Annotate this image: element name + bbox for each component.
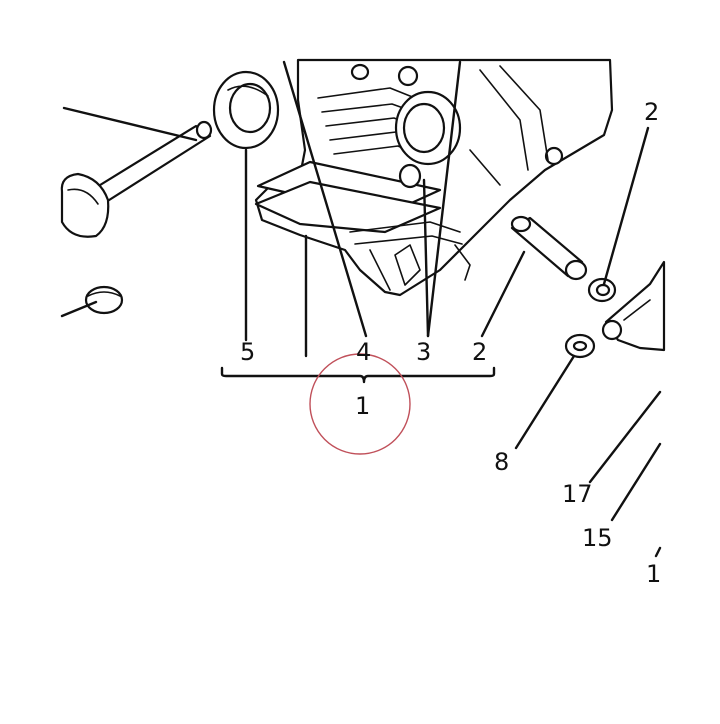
seal-ring bbox=[212, 70, 280, 150]
rocker-arm-pin bbox=[601, 319, 623, 341]
valve-seal-hole bbox=[595, 283, 611, 297]
valve-guide bbox=[510, 215, 588, 281]
washer bbox=[564, 333, 596, 359]
leader-3b bbox=[422, 178, 430, 338]
callout-2-top-right: 2 bbox=[644, 98, 660, 126]
gasket-plate-lower bbox=[254, 180, 442, 234]
leader-valve bbox=[62, 106, 198, 142]
rib-right-1 bbox=[479, 69, 529, 171]
leader-2-top bbox=[602, 126, 650, 286]
valve bbox=[60, 120, 213, 238]
seal-ring-depth bbox=[227, 85, 269, 97]
inlet-port-inner bbox=[402, 102, 446, 154]
callout-15: 15 bbox=[582, 524, 613, 552]
cylinder-head bbox=[254, 58, 614, 297]
valve-stem-tip bbox=[195, 120, 213, 140]
rocker-arm bbox=[601, 260, 666, 352]
group-brace bbox=[220, 366, 496, 384]
fin-lower-2 bbox=[354, 235, 463, 245]
callout-5: 5 bbox=[240, 338, 256, 366]
boss-upper-left bbox=[350, 63, 370, 81]
plug-body bbox=[84, 285, 124, 315]
highlight-circle bbox=[309, 353, 411, 455]
leader-4 bbox=[282, 60, 368, 338]
skirt-pocket bbox=[394, 244, 421, 286]
rib-right-3 bbox=[469, 149, 501, 186]
leader-15 bbox=[610, 442, 662, 522]
leader-plug bbox=[60, 300, 98, 318]
boss-top bbox=[397, 65, 419, 87]
leader-17 bbox=[588, 390, 662, 484]
skirt-left bbox=[369, 249, 391, 291]
callout-3: 3 bbox=[416, 338, 432, 366]
plug bbox=[84, 285, 124, 315]
callout-1-cut: 1 bbox=[646, 560, 662, 588]
callout-8: 8 bbox=[494, 448, 510, 476]
skirt-right bbox=[454, 244, 471, 281]
callout-1: 1 bbox=[355, 392, 371, 420]
callout-17: 17 bbox=[562, 480, 593, 508]
washer-inner bbox=[572, 340, 588, 352]
fin-1 bbox=[317, 87, 421, 101]
seal-ring-inner bbox=[228, 82, 272, 134]
valve-guide-collar bbox=[564, 259, 588, 281]
callout-4: 4 bbox=[356, 338, 372, 366]
leader-lines bbox=[60, 60, 662, 558]
boss-mid bbox=[398, 163, 422, 189]
valve-head-edge bbox=[67, 188, 99, 205]
rocker-arm-edge bbox=[623, 299, 651, 321]
callout-2-left: 2 bbox=[472, 338, 488, 366]
valve-seal bbox=[587, 277, 617, 303]
rib-right-2 bbox=[499, 65, 549, 161]
leader-3a bbox=[426, 60, 462, 338]
leader-8 bbox=[514, 354, 576, 450]
plug-edge bbox=[87, 291, 121, 297]
valve-stem bbox=[90, 124, 212, 204]
valve-guide-end bbox=[510, 215, 532, 233]
leader-1-cut bbox=[654, 546, 662, 558]
leader-2 bbox=[480, 250, 526, 338]
fin-lower-1 bbox=[349, 221, 461, 233]
boss-right bbox=[544, 146, 564, 166]
